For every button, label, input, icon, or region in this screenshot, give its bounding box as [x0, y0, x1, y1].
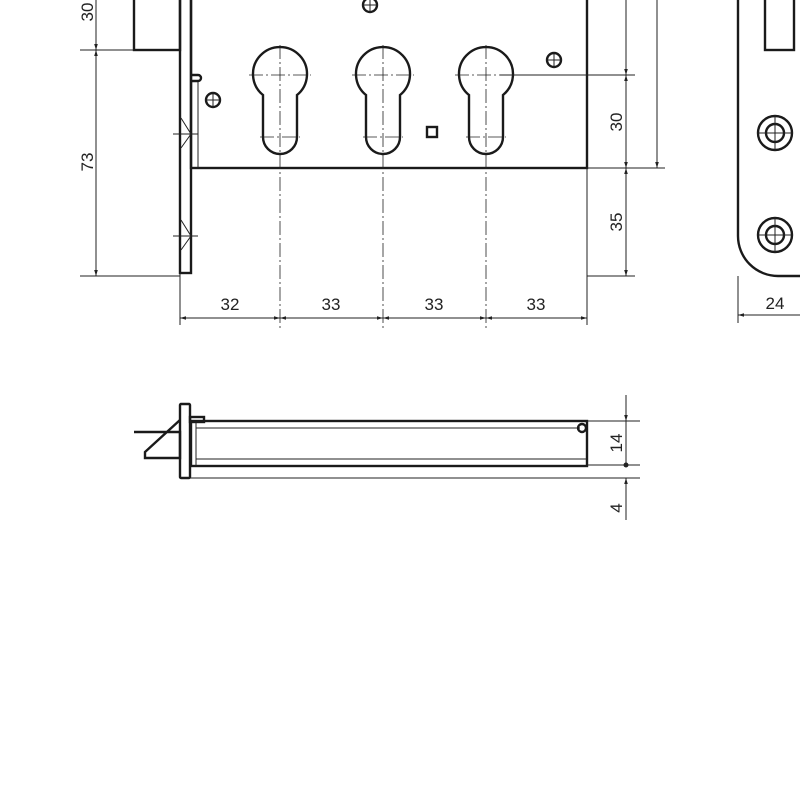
screw-hole-icon: [204, 91, 222, 109]
dim-horizontal-2: 33: [322, 295, 341, 314]
side-view: 14 4: [134, 395, 640, 520]
screw-hole-icon: [545, 51, 563, 69]
dim-cylinder-spacing: 30: [607, 113, 626, 132]
dim-bottom-margin: 35: [607, 213, 626, 232]
edge-view: 24: [736, 0, 800, 323]
cylinder-keyhole: [455, 45, 517, 330]
cylinder-keyhole: [352, 45, 414, 330]
front-view: 30 73 32 33 33 33 30 35: [78, 0, 665, 330]
latch-bolt: [132, 0, 182, 52]
concentric-screw-icon: [756, 216, 794, 254]
dim-bolt-height: 30: [78, 3, 97, 22]
dim-horizontal-4: 33: [527, 295, 546, 314]
square-hole-icon: [425, 125, 439, 139]
dim-faceplate-width: 24: [766, 294, 785, 313]
concentric-screw-icon: [756, 114, 794, 152]
side-faceplate: [178, 402, 192, 480]
dim-faceplate-offset: 4: [607, 503, 626, 512]
side-bolt: [134, 419, 182, 460]
dim-faceplate-lower: 73: [78, 153, 97, 172]
dim-horizontal-1: 32: [221, 295, 240, 314]
screw-hole-icon: [361, 0, 379, 14]
dim-horizontal-3: 33: [425, 295, 444, 314]
lock-case: [189, 0, 589, 170]
cylinder-keyhole: [249, 45, 311, 330]
edge-faceplate: [736, 0, 800, 278]
edge-bolt-opening: [763, 0, 796, 52]
dim-case-thickness: 14: [607, 434, 626, 453]
screw-holes: [204, 0, 563, 139]
